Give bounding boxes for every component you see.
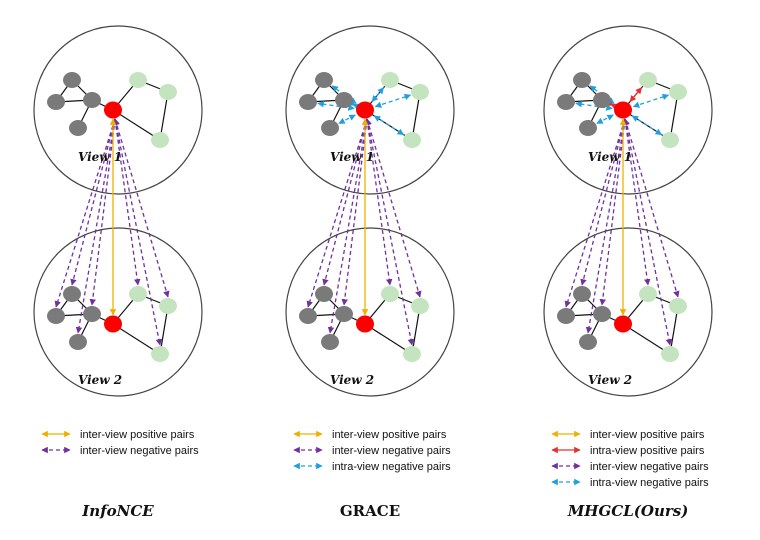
graph-node-view2 [557, 308, 575, 324]
view1-label: View 1 [330, 150, 374, 164]
legend-label: intra-view negative pairs [332, 461, 451, 473]
graph-node-view2 [321, 334, 339, 350]
graph-node-view1 [151, 132, 169, 148]
graph-node-view1 [63, 72, 81, 88]
graph-node-view2 [129, 286, 147, 302]
inter-negative-arrow [623, 118, 680, 298]
graph-node-view2 [299, 308, 317, 324]
legend-label: inter-view negative pairs [80, 445, 199, 457]
graph-node-view2 [593, 306, 611, 322]
graph-node-view2 [573, 286, 591, 302]
legend: inter-view positive pairs inter-view nega… [293, 429, 451, 473]
graph-node-view2 [639, 286, 657, 302]
pair-arrows [564, 85, 680, 346]
pair-arrows [306, 85, 422, 346]
intra-negative-arrow [317, 100, 355, 111]
graph-node-view1 [573, 72, 591, 88]
pair-arrows [54, 118, 170, 346]
view2-label: View 2 [588, 373, 632, 387]
graph-node-view1 [403, 132, 421, 148]
intra-positive-arrow [629, 87, 643, 103]
view1-label: View 1 [588, 150, 632, 164]
graph-node-view2 [159, 298, 177, 314]
graph-node-view1 [159, 84, 177, 100]
graph-node-view1 [129, 72, 147, 88]
intra-negative-arrow [575, 100, 613, 111]
panel-title: GRACE [340, 502, 400, 520]
graph-node-view1 [69, 120, 87, 136]
graph-node-view1 [593, 92, 611, 108]
anchor-node-view1 [614, 101, 632, 119]
graph-node-view1 [579, 120, 597, 136]
graph-node-view2 [83, 306, 101, 322]
graph-node-view2 [411, 298, 429, 314]
intra-negative-arrow [373, 115, 405, 136]
graph-node-view1 [335, 92, 353, 108]
graph-node-view2 [63, 286, 81, 302]
graph-node-view2 [381, 286, 399, 302]
graph-node-view1 [299, 94, 317, 110]
graph-node-view1 [661, 132, 679, 148]
legend-label: inter-view positive pairs [80, 429, 195, 441]
inter-negative-arrow [113, 118, 170, 298]
graph-node-view1 [639, 72, 657, 88]
graph-node-view2 [579, 334, 597, 350]
intra-negative-arrow [631, 115, 663, 136]
panel-title: InfoNCE [81, 502, 154, 520]
graph-node-view1 [557, 94, 575, 110]
graph-edge [411, 305, 421, 355]
legend-label: inter-view negative pairs [332, 445, 451, 457]
anchor-node-view1 [356, 101, 374, 119]
view1-label: View 1 [78, 150, 122, 164]
graph-node-view2 [335, 306, 353, 322]
legend-label: intra-view negative pairs [590, 477, 709, 489]
graph-node-view2 [661, 346, 679, 362]
intra-negative-arrow [374, 93, 412, 108]
intra-negative-arrow [338, 114, 356, 125]
legend: inter-view positive pairs intra-view posi… [551, 429, 709, 489]
anchor-node-view2 [104, 315, 122, 333]
legend: inter-view positive pairs inter-view nega… [41, 429, 199, 457]
graph-node-view1 [47, 94, 65, 110]
intra-positive-arrow [606, 99, 618, 110]
legend-label: inter-view negative pairs [590, 461, 709, 473]
view2-label: View 2 [330, 373, 374, 387]
graph-node-view2 [669, 298, 687, 314]
graph-node-view2 [315, 286, 333, 302]
intra-negative-arrow [632, 93, 670, 108]
graph-edge [669, 305, 679, 355]
legend-label: intra-view positive pairs [590, 445, 705, 457]
graph-node-view1 [315, 72, 333, 88]
graph-node-view1 [381, 72, 399, 88]
intra-negative-arrow [348, 99, 360, 110]
anchor-node-view2 [356, 315, 374, 333]
graph-edge [159, 305, 169, 355]
anchor-node-view2 [614, 315, 632, 333]
graph-node-view2 [47, 308, 65, 324]
intra-negative-arrow [596, 114, 614, 125]
graph-node-view2 [151, 346, 169, 362]
legend-label: inter-view positive pairs [332, 429, 447, 441]
panel-title: MHGCL(Ours) [567, 502, 689, 520]
graph-node-view2 [403, 346, 421, 362]
graph-node-view1 [83, 92, 101, 108]
graph-node-view1 [669, 84, 687, 100]
graph-node-view1 [321, 120, 339, 136]
graph-node-view1 [411, 84, 429, 100]
anchor-node-view1 [104, 101, 122, 119]
legend-label: inter-view positive pairs [590, 429, 705, 441]
view2-label: View 2 [78, 373, 122, 387]
inter-negative-arrow [365, 118, 422, 298]
graph-node-view2 [69, 334, 87, 350]
